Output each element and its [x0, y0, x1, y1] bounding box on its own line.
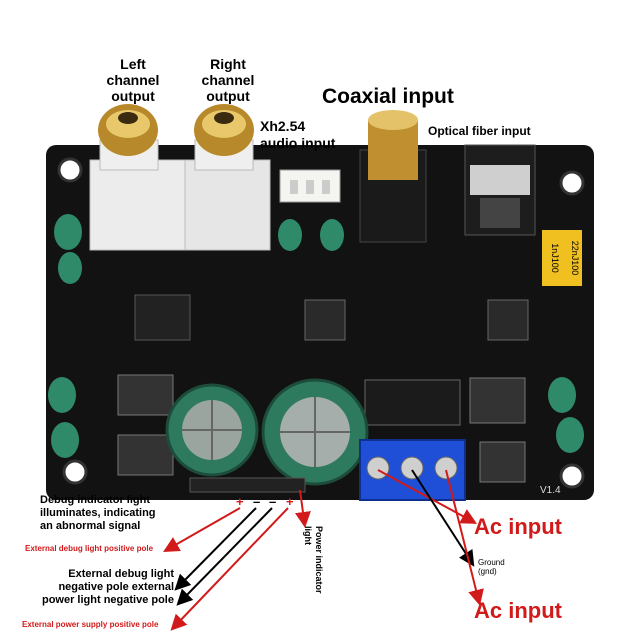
mount-hole-top-left — [57, 157, 83, 183]
regulator-right-top — [469, 377, 526, 424]
label-right-channel-output: Right channel output — [201, 56, 255, 104]
film-cap-1-label: 1nJ100 — [550, 243, 560, 273]
label-optical-fiber-input: Optical fiber input — [428, 124, 531, 138]
receiver-chip — [487, 299, 529, 341]
small-cap-left-bottom-2 — [51, 422, 79, 458]
arrow-ac-input-top — [377, 469, 478, 524]
rca-right-pin — [214, 112, 234, 124]
label-debug-indicator: Debug indicator light illuminates, indic… — [40, 494, 156, 532]
screw-1 — [366, 456, 390, 480]
label-ext-debug-negative: External debug light negative pole exter… — [41, 568, 174, 606]
small-cap-right-1 — [548, 377, 576, 413]
rca-housing-left — [89, 159, 186, 251]
rca-housing-right — [184, 159, 271, 251]
arrow-power-indicator — [295, 489, 311, 528]
op-amp-chip — [134, 294, 191, 341]
rca-left-pin — [118, 112, 138, 124]
pin-mark-1: + — [236, 494, 244, 509]
dac-chip — [304, 299, 346, 341]
header-pins — [189, 477, 306, 493]
small-cap-right-2 — [556, 417, 584, 453]
small-cap-left-top — [54, 214, 82, 250]
optical-window — [470, 165, 530, 195]
big-cap-left-vent — [182, 400, 242, 460]
label-ext-debug-positive: External debug light positive pole — [25, 544, 154, 553]
arrow-debug-negative-2 — [176, 507, 273, 606]
pin-mark-2: – — [253, 494, 260, 509]
small-cap-center-1 — [278, 219, 302, 251]
label-ext-power-positive: External power supply positive pole — [22, 620, 159, 629]
label-ac-input-bottom: Ac input — [474, 598, 562, 623]
small-cap-left-mid — [58, 252, 82, 284]
arrow-ac-input-bottom — [445, 469, 484, 606]
label-ground: Ground (gnd) — [478, 558, 505, 576]
big-cap-right-vent — [280, 397, 350, 467]
rectifier-diodes — [364, 379, 461, 426]
small-cap-left-bottom-1 — [48, 377, 76, 413]
arrow-ground — [411, 469, 475, 567]
arrow-power-positive — [170, 507, 289, 631]
screw-3 — [434, 456, 458, 480]
pin-mark-4: + — [286, 494, 294, 509]
regulator-left-bottom — [117, 434, 174, 476]
label-ac-input-top: Ac input — [474, 514, 562, 539]
label-coaxial-input: Coaxial input — [322, 85, 454, 108]
coaxial-rim — [368, 110, 418, 130]
arrow-debug-positive — [163, 507, 241, 552]
pin-mark-3: – — [269, 494, 276, 509]
regulator-right-bottom — [479, 441, 526, 483]
film-cap-1 — [542, 230, 562, 286]
label-xh-audio-input: Xh2.54 audio input — [260, 118, 336, 151]
film-cap-2-label: 22nJ100 — [570, 241, 580, 276]
arrow-debug-negative-1 — [174, 507, 257, 591]
xh-pin-3 — [322, 180, 330, 194]
xh-pin-2 — [306, 180, 314, 194]
label-power-indicator: Power indicator light — [303, 526, 324, 594]
version-mark: V1.4 — [540, 485, 561, 496]
mount-hole-bottom-left — [62, 459, 88, 485]
regulator-left-top — [117, 374, 174, 416]
screw-2 — [400, 456, 424, 480]
mount-hole-bottom-right — [559, 463, 585, 489]
film-cap-2 — [562, 230, 582, 286]
label-left-channel-output: Left channel output — [106, 56, 160, 104]
optical-port — [480, 198, 520, 228]
xh-pin-1 — [290, 180, 298, 194]
small-cap-center-2 — [320, 219, 344, 251]
mount-hole-top-right — [559, 170, 585, 196]
